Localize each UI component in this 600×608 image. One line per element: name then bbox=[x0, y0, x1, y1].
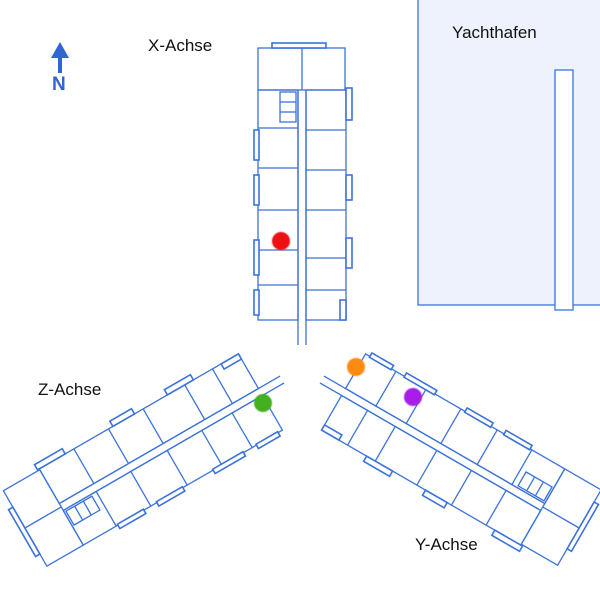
marker-green bbox=[254, 394, 272, 412]
harbor-label: Yachthafen bbox=[452, 23, 537, 42]
y-axis-label: Y-Achse bbox=[415, 535, 478, 554]
north-arrow-icon bbox=[51, 42, 69, 73]
wing-x bbox=[253, 42, 353, 346]
north-label: N bbox=[52, 74, 66, 95]
harbor-pier bbox=[554, 69, 574, 311]
x-axis-label: X-Achse bbox=[148, 36, 213, 55]
marker-orange bbox=[347, 358, 365, 376]
marker-red bbox=[272, 232, 290, 250]
wing-z bbox=[0, 335, 307, 573]
z-axis-label: Z-Achse bbox=[38, 380, 102, 399]
marker-purple bbox=[404, 388, 422, 406]
